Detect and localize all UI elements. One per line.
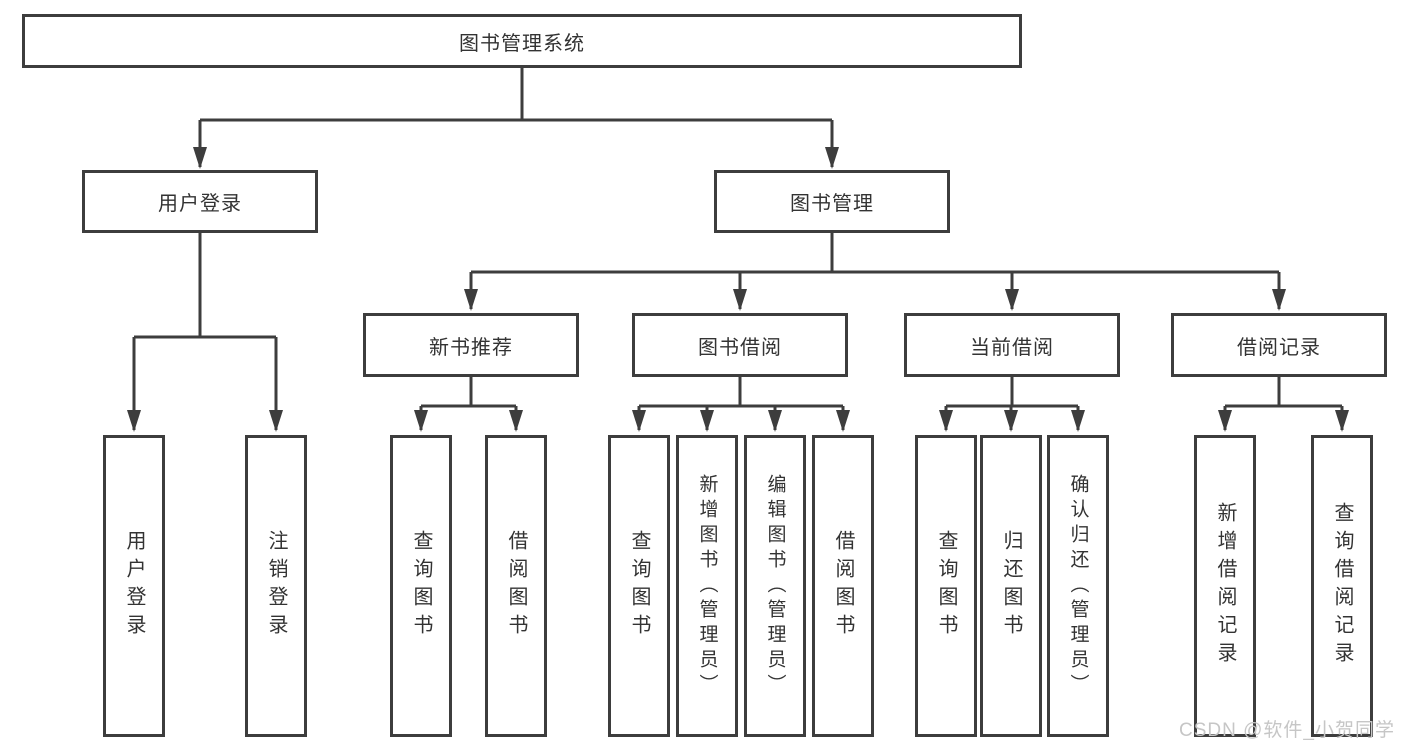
node-root-label: 图书管理系统 — [459, 32, 585, 55]
node-borrow-records: 借阅记录 — [1171, 313, 1387, 377]
leaf-add-book-admin: 新增图书（管理员） — [676, 435, 738, 737]
leaf-edit-book-admin-label: 编辑图书（管理员） — [764, 473, 786, 699]
leaf-query-books-borrow-label: 查询图书 — [628, 530, 650, 642]
node-new-book-recommend: 新书推荐 — [363, 313, 579, 377]
leaf-confirm-return-admin: 确认归还（管理员） — [1047, 435, 1109, 737]
leaf-user-login: 用户登录 — [103, 435, 165, 737]
leaf-add-borrow-record: 新增借阅记录 — [1194, 435, 1256, 737]
node-root-system: 图书管理系统 — [22, 14, 1022, 68]
node-book-borrow-label: 图书借阅 — [698, 336, 782, 359]
node-book-management-label: 图书管理 — [790, 193, 874, 215]
node-new-book-recommend-label: 新书推荐 — [429, 336, 513, 359]
leaf-query-borrow-record-label: 查询借阅记录 — [1331, 502, 1353, 670]
node-book-management: 图书管理 — [714, 170, 950, 233]
leaf-query-books-borrow: 查询图书 — [608, 435, 670, 737]
leaf-query-borrow-record: 查询借阅记录 — [1311, 435, 1373, 737]
node-book-borrow: 图书借阅 — [632, 313, 848, 377]
leaf-add-borrow-record-label: 新增借阅记录 — [1214, 502, 1236, 670]
leaf-borrow-books: 借阅图书 — [812, 435, 874, 737]
csdn-watermark: CSDN @软件_小贺同学 — [1179, 720, 1395, 741]
leaf-return-books: 归还图书 — [980, 435, 1042, 737]
node-current-borrow-label: 当前借阅 — [970, 336, 1054, 359]
leaf-borrow-books-recommend-label: 借阅图书 — [505, 530, 527, 642]
leaf-borrow-books-recommend: 借阅图书 — [485, 435, 547, 737]
leaf-query-books-current: 查询图书 — [915, 435, 977, 737]
leaf-query-books-recommend-label: 查询图书 — [410, 530, 432, 642]
node-current-borrow: 当前借阅 — [904, 313, 1120, 377]
leaf-add-book-admin-label: 新增图书（管理员） — [696, 473, 718, 699]
leaf-borrow-books-label: 借阅图书 — [832, 530, 854, 642]
node-borrow-records-label: 借阅记录 — [1237, 336, 1321, 359]
node-user-login-label: 用户登录 — [158, 193, 242, 215]
node-user-login: 用户登录 — [82, 170, 318, 233]
leaf-edit-book-admin: 编辑图书（管理员） — [744, 435, 806, 737]
leaf-confirm-return-admin-label: 确认归还（管理员） — [1067, 473, 1089, 699]
leaf-logout-label: 注销登录 — [265, 530, 287, 642]
leaf-logout: 注销登录 — [245, 435, 307, 737]
leaf-user-login-label: 用户登录 — [123, 530, 145, 642]
leaf-query-books-recommend: 查询图书 — [390, 435, 452, 737]
leaf-query-books-current-label: 查询图书 — [935, 530, 957, 642]
leaf-return-books-label: 归还图书 — [1000, 530, 1022, 642]
